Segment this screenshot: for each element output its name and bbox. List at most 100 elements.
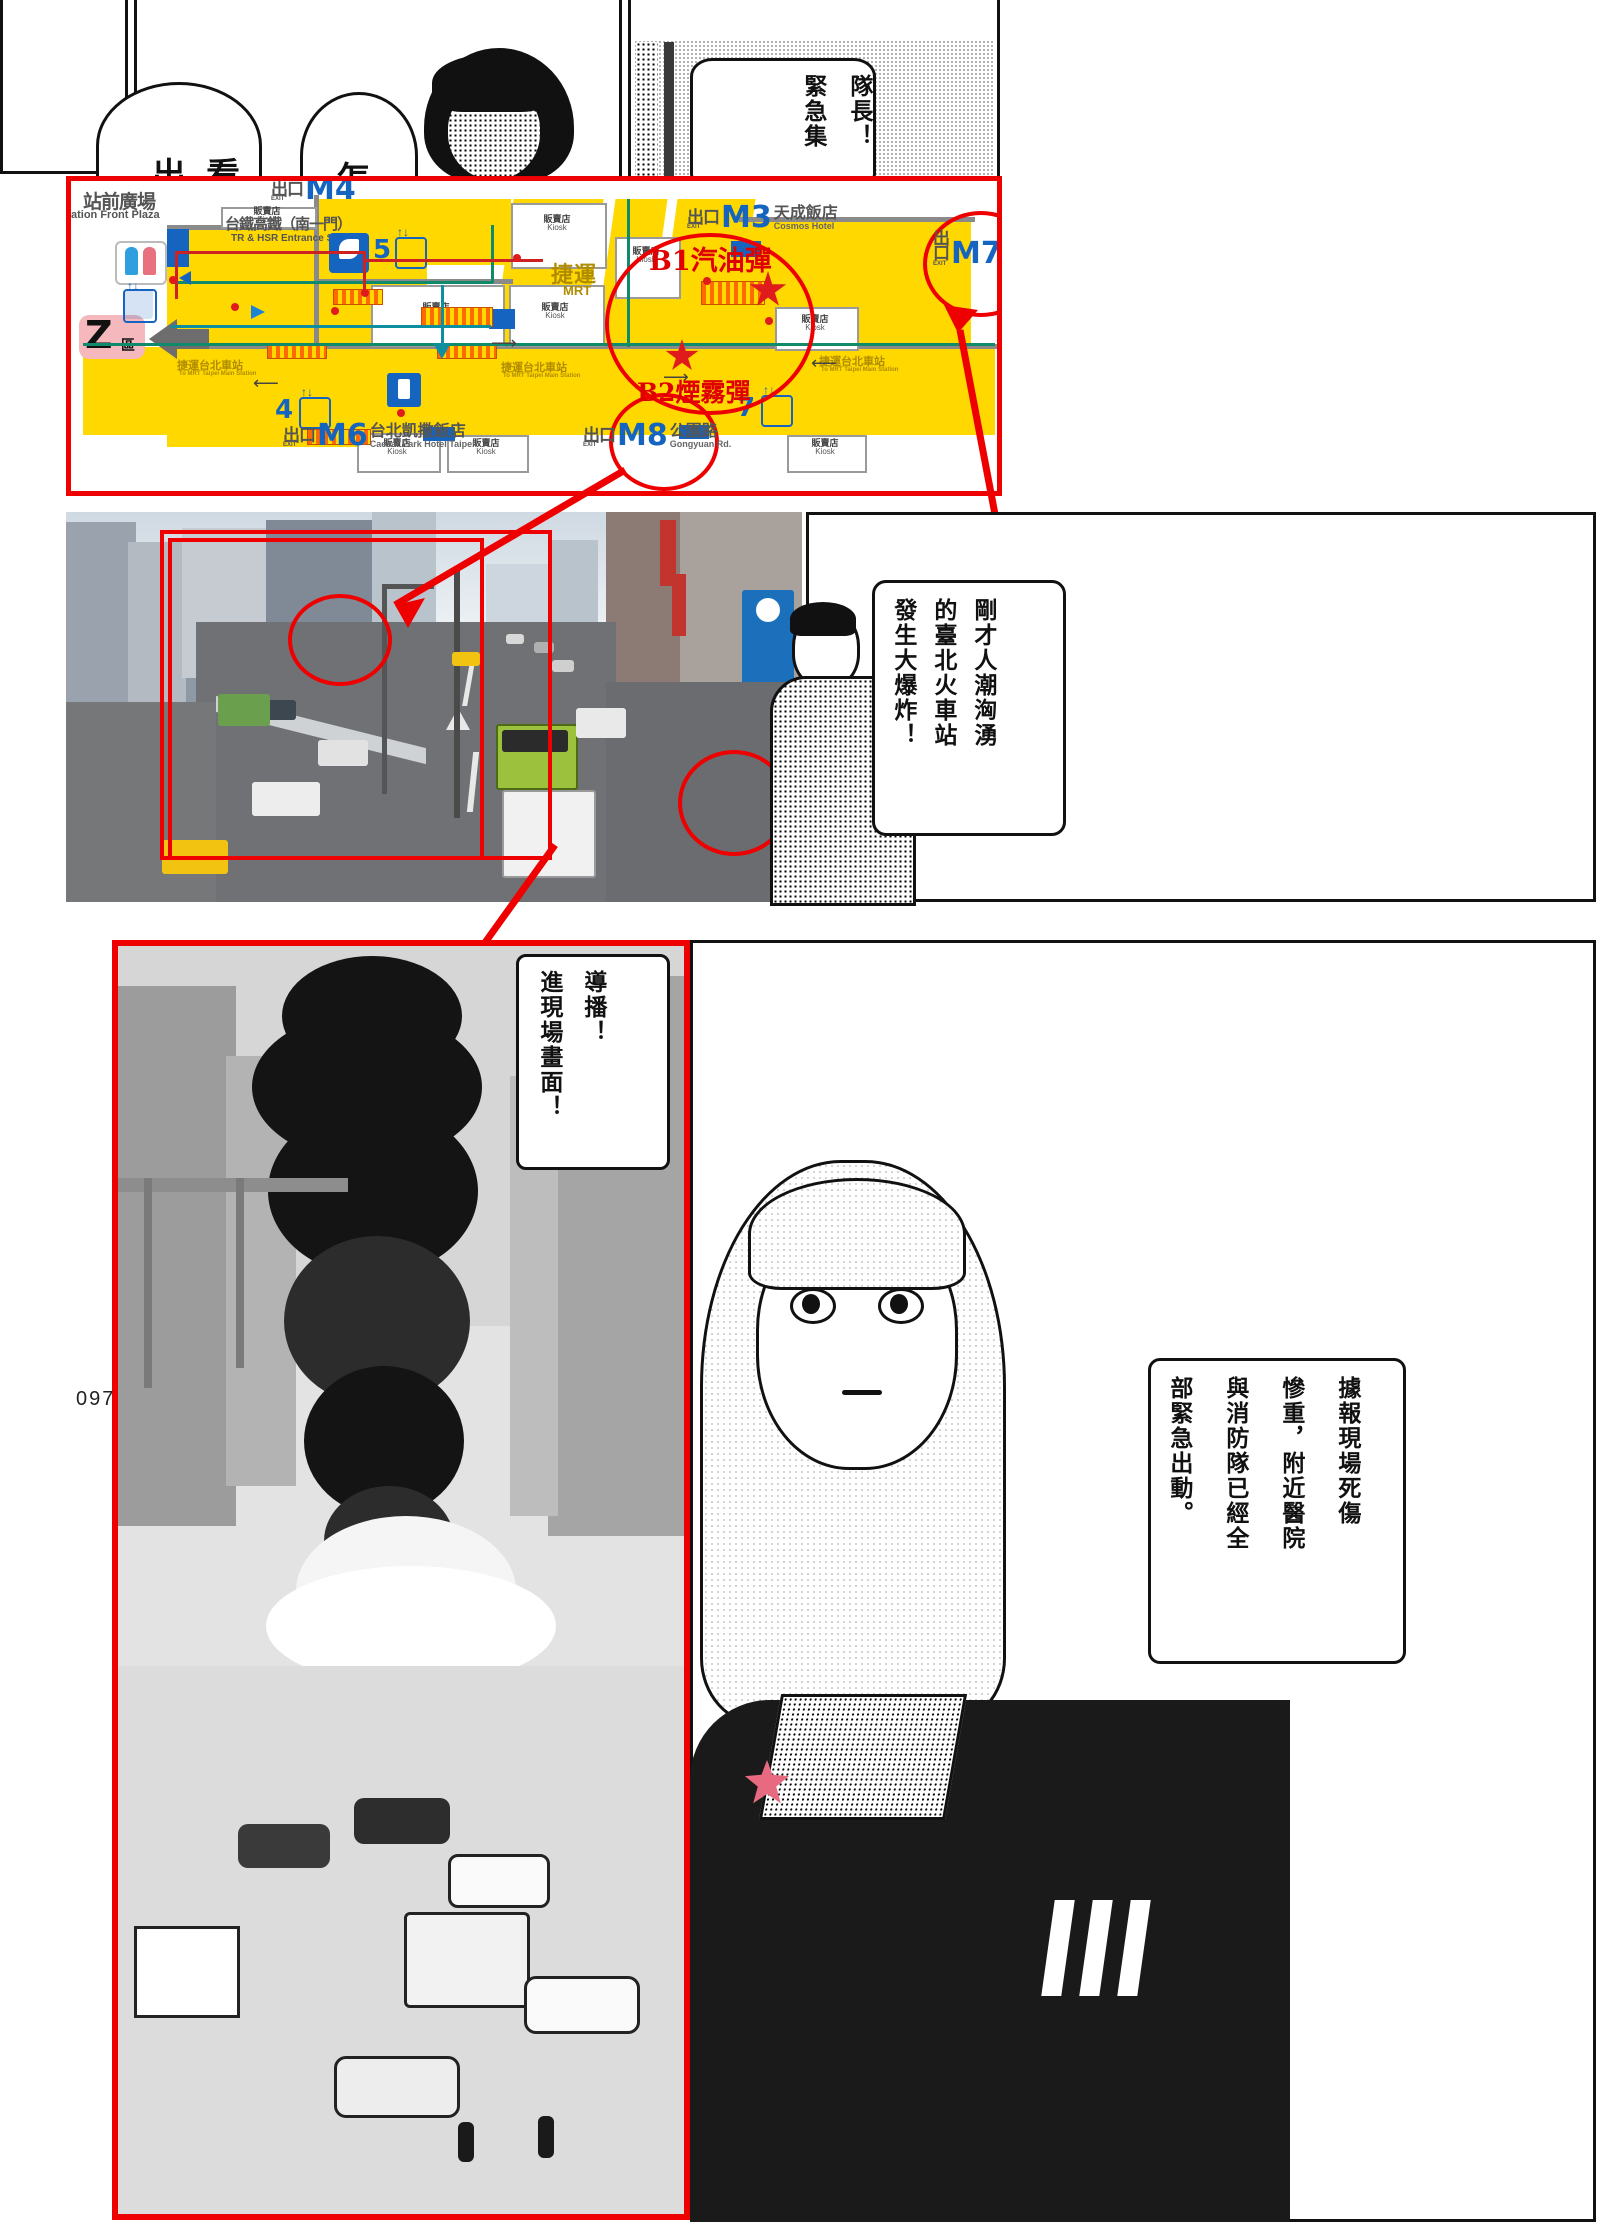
exit-m7: 出口 EXIT M7 [933,229,997,269]
to-mrt-label-center-en: To MRT Taipei Main Station [503,373,581,379]
exit-m8-name-en: Gongyuan Rd. [669,438,732,449]
bubble-news-explosion-col-3: 發生大爆炸！ [889,598,917,748]
kiosk-label-3-en: Kiosk [547,223,567,233]
art-car-5 [334,2056,460,2118]
bubble-captain-line2: 緊急集 [799,74,827,149]
exit-m3-en: EXIT [687,224,701,231]
art-car-1 [354,1798,450,1844]
kiosk-label-8-en: Kiosk [257,215,277,225]
exit-m7-en: EXIT [933,260,947,267]
exit-m7-cjk: 出口 EXIT [933,229,950,267]
annotation-circle-m8 [609,393,719,491]
photo-sign-red-banner-1 [660,520,676,586]
elevator-icon-5-frame [395,237,427,269]
kiosk-box-9 [221,207,317,229]
kiosk-label-9-en: Kiosk [815,447,835,457]
to-mrt-label-left-en: To MRT Taipei Main Station [179,371,257,377]
exit-m8-name-cjk: 公園路 [669,422,718,440]
background-pillar-2 [664,42,674,184]
photo-sign-red-banner-2 [672,574,686,636]
art-person-2 [538,2116,554,2158]
art-bus-1 [404,1912,530,2008]
kiosk-label-2-cjk: 販賣店 [541,302,569,312]
kiosk-label-8-cjk: 販賣店 [253,206,281,216]
exit-m8-en: EXIT [583,442,597,449]
kiosk-label-7-en: Kiosk [476,447,496,457]
plaza-title-cjk: 站前廣場 [83,192,156,213]
lift-number-5: 5 [373,235,392,265]
kiosk-label-2-en: Kiosk [545,311,565,321]
entrance-south-cjk: 台鐵高鐵（南一門） [225,216,352,233]
character-hair-front [432,54,552,112]
exit-m3-code: M3 [721,200,772,235]
kiosk-box-3 [511,203,607,269]
arrow-left-green [179,271,191,285]
to-mrt-label-right-en: To MRT Taipei Main Station [821,367,899,373]
route-green-v [491,225,494,283]
elevator-icon-1 [123,289,153,319]
route-red-2 [175,251,363,254]
exit-m3: 出口 EXIT M3 天成飯店 Cosmos Hotel [687,200,838,235]
art-person-1 [458,2122,474,2162]
exit-m4-code: M4 [305,176,356,207]
route-teal-h [171,325,491,328]
exit-m4-en: EXIT [271,196,285,203]
restroom-icon-box [115,241,167,285]
bubble-captain-line1: 隊長！ [845,74,873,149]
bubble-news-explosion-col-1: 剛才人潮洶湧 [969,598,997,748]
kiosk-label-7: 販賣店 Kiosk [447,438,525,457]
to-mrt-label-right-cjk: 捷運台北車站 [819,356,885,368]
escalator-2 [267,345,327,359]
entrance-south-en: TR & HSR Entrance South 1 [231,233,364,244]
bubble-news-explosion [872,580,1066,836]
photo-car-white-2 [318,740,368,766]
elevator-icon-1-frame [123,289,157,323]
to-mrt-label-center-cjk: 捷運台北車站 [501,362,567,374]
mrt-label-cjk: 捷運 [551,262,598,287]
street-photo-panel [66,512,802,902]
plaza-title-en: ation Front Plaza [71,209,160,221]
restroom-icon-male [125,247,138,275]
escalator-4 [307,429,371,445]
exit-m6-name-en: Caesar Park Hotel Taipei [369,438,475,449]
kiosk-label-7-cjk: 販賣店 [472,438,500,448]
map-wall-2 [314,195,319,345]
route-red-4 [363,259,543,262]
route-dot-6 [397,409,405,417]
stair-marker-1 [167,229,189,267]
exit-m3-cjk-text: 出口 [687,207,720,227]
bubble-news-casualty-col-1: 據報現場死傷 [1333,1376,1361,1526]
character-girl-eye-left-pupil [802,1294,820,1314]
exit-m6-cjk-text: 出口 [283,425,316,445]
photo-streetlamp-pole-2 [454,568,460,818]
kiosk-label-6-en: Kiosk [387,447,407,457]
exit-m6-name-cjk: 台北凱撒飯店 [369,422,466,440]
route-dot-2 [231,303,239,311]
station-map-panel: 販賣店 Kiosk 販賣店 Kiosk 販賣店 Kiosk 販賣店 Kiosk … [66,176,1002,496]
route-dot-3 [331,307,339,315]
character-girl-bangs [748,1178,966,1290]
photo-car-far-2 [534,642,554,653]
exit-m8-cjk: 出口 EXIT [583,427,616,449]
elevator-arrow-1: ↑↓ [127,279,139,293]
exit-m8-code: M8 [617,418,668,453]
route-red-1 [175,251,178,299]
map-concourse-d [427,199,511,265]
bubble-news-casualty-col-2: 慘重，附近醫院 [1277,1376,1305,1551]
exit-m3-name: 天成飯店 Cosmos Hotel [774,205,838,231]
exit-m6: 出口 EXIT M6 台北凱撒飯店 Caesar Park Hotel Taip… [283,421,475,450]
exit-m7-cjk-text: 出口 [933,229,950,264]
kiosk-label-2: 販賣店 Kiosk [507,302,603,321]
elevator-icon-7-frame [761,395,793,427]
arrow-down-teal [433,343,451,359]
photo-streetlamp-pole-1 [382,584,387,794]
route-red-3 [363,251,366,293]
bubble-news-casualty-col-4: 部緊急出動。 [1165,1376,1193,1526]
zone-arrow-shaft [175,329,209,349]
water-fountain-glyph [339,239,359,259]
art-car-4 [524,1976,640,2034]
elevator-arrow-4: ↑↓ [301,385,313,399]
arrow-right-blue [251,305,265,319]
route-dot-1 [169,276,177,284]
